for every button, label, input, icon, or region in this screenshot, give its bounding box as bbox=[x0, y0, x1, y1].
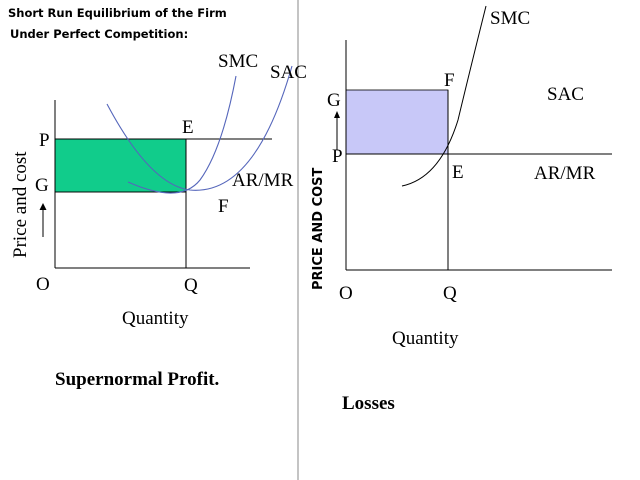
left-sac-curve bbox=[106, 65, 293, 191]
title-line-1: Short Run Equilibrium of the Firm bbox=[8, 6, 227, 20]
right-point-f: F bbox=[444, 70, 455, 91]
supernormal-profit-area bbox=[54, 138, 187, 193]
left-point-p: P bbox=[39, 130, 50, 151]
up-arrow-icon bbox=[39, 203, 47, 210]
left-x-axis-label: Quantity bbox=[122, 308, 189, 329]
right-sac-label: SAC bbox=[547, 84, 584, 105]
title-line-2: Under Perfect Competition: bbox=[10, 27, 188, 41]
right-smc-curve bbox=[401, 5, 487, 187]
right-smc-label: SMC bbox=[490, 8, 530, 29]
right-caption: Losses bbox=[342, 393, 395, 414]
left-ar-mr-label: AR/MR bbox=[232, 170, 294, 191]
left-smc-label: SMC bbox=[218, 51, 258, 72]
loss-area bbox=[345, 89, 449, 155]
left-smc-curve bbox=[127, 75, 237, 194]
right-point-g: G bbox=[327, 90, 341, 111]
right-ar-mr-label: AR/MR bbox=[534, 163, 596, 184]
right-point-p: P bbox=[332, 146, 343, 167]
right-point-q: Q bbox=[443, 283, 457, 304]
right-point-o: O bbox=[339, 283, 353, 304]
left-y-axis-label: Price and cost bbox=[10, 151, 31, 258]
left-sac-label: SAC bbox=[270, 62, 307, 83]
up-arrow-icon bbox=[334, 111, 340, 118]
right-point-e: E bbox=[452, 162, 464, 183]
left-caption: Supernormal Profit. bbox=[55, 369, 219, 390]
left-point-q: Q bbox=[184, 275, 198, 296]
right-diagram: SMC SAC AR/MR F E G P O Q PRICE AND COST… bbox=[311, 5, 612, 414]
right-y-axis-label: PRICE AND COST bbox=[311, 167, 326, 290]
right-x-axis-label: Quantity bbox=[392, 328, 459, 349]
left-point-o: O bbox=[36, 274, 50, 295]
left-point-g: G bbox=[35, 175, 49, 196]
left-point-e: E bbox=[182, 117, 194, 138]
left-diagram: SMC SAC AR/MR E F P G O Q Price and cost… bbox=[10, 51, 307, 390]
left-point-f: F bbox=[218, 196, 229, 217]
